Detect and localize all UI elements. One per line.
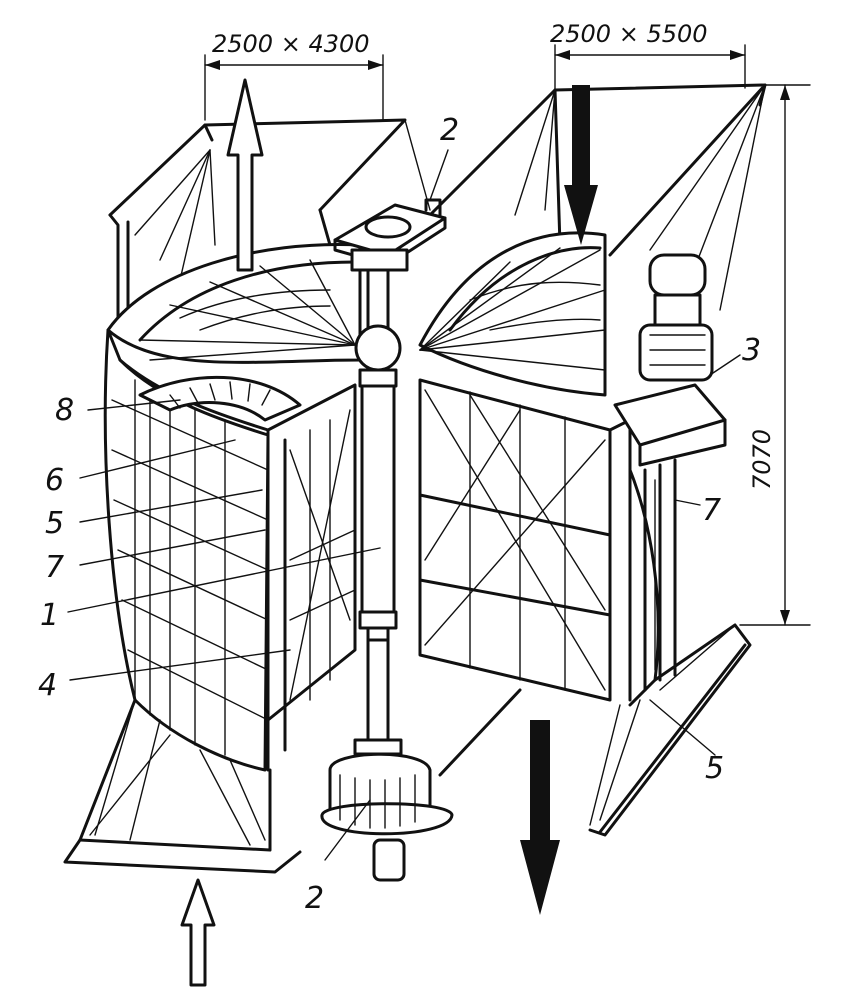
- right-lattice-frame: [418, 378, 632, 702]
- left-lattice-frame: [266, 383, 357, 772]
- callout-2-bottom: 2: [305, 881, 324, 916]
- callout-4: 4: [38, 668, 57, 703]
- left-upper-duct: [108, 118, 431, 332]
- drive-motor: [613, 253, 727, 682]
- callout-8: 8: [55, 393, 74, 428]
- leader-lines: [67, 149, 741, 861]
- rotor-right-top: [418, 231, 607, 397]
- right-upper-duct: [428, 83, 767, 311]
- callout-3: 3: [742, 333, 761, 368]
- callout-2-top: 2: [440, 113, 459, 148]
- dimension-height: [739, 84, 811, 626]
- sector-seal: [138, 375, 302, 422]
- callout-1: 1: [40, 598, 59, 633]
- left-housing: [103, 328, 270, 772]
- callout-5-right: 5: [705, 751, 724, 786]
- dimension-right: [554, 44, 746, 91]
- dimension-left-label: 2500 × 4300: [212, 30, 370, 58]
- fresh-air-down-arrow: [564, 85, 598, 245]
- callout-5-left: 5: [45, 506, 64, 541]
- exhaust-air-up-arrow: [226, 78, 264, 272]
- right-housing: [628, 468, 660, 707]
- callout-6: 6: [45, 463, 64, 498]
- right-lower-frame: [438, 623, 752, 837]
- supply-air-down-arrow: [520, 720, 560, 915]
- return-air-up-arrow: [180, 878, 216, 987]
- callout-7-right: 7: [702, 493, 721, 528]
- left-lower-frame: [63, 698, 302, 874]
- rotor-shaft: [354, 268, 402, 742]
- upper-bearing: [333, 198, 447, 272]
- dimension-height-label: 7070: [748, 429, 776, 490]
- dimension-right-label: 2500 × 5500: [550, 20, 708, 48]
- rotor-left-top: [106, 242, 362, 364]
- lower-drive-bearing: [320, 738, 454, 882]
- dimension-left: [204, 54, 384, 121]
- callout-7-left: 7: [45, 550, 64, 585]
